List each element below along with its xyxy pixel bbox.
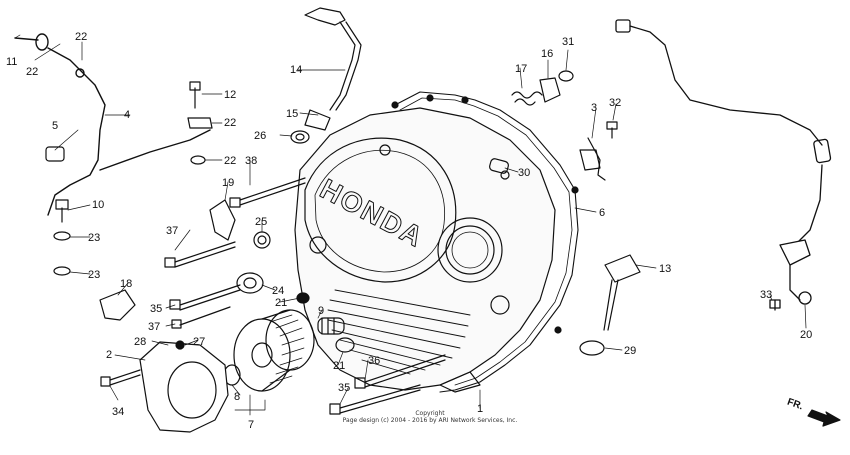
callout-30: 30 <box>518 167 530 179</box>
callout-37: 37 <box>166 225 178 237</box>
callout-7: 7 <box>248 419 254 431</box>
callout-2: 2 <box>106 349 112 361</box>
callout-29: 29 <box>624 345 636 357</box>
callout-15: 15 <box>286 108 298 120</box>
callout-6: 6 <box>599 207 605 219</box>
callout-34: 34 <box>112 406 124 418</box>
callout-20: 20 <box>800 329 812 341</box>
callout-22: 22 <box>75 31 87 43</box>
bracket <box>579 121 618 181</box>
callout-24: 24 <box>272 285 284 297</box>
oil-filter <box>223 309 315 392</box>
callout-14: 14 <box>290 64 302 76</box>
callout-21: 21 <box>275 297 287 309</box>
hose-clamp <box>45 146 65 162</box>
callout-25: 25 <box>255 216 267 228</box>
callout-36: 36 <box>368 355 380 367</box>
callout-11: 11 <box>6 56 17 68</box>
callout-22: 22 <box>224 117 236 129</box>
callout-5: 5 <box>52 120 58 132</box>
callout-8: 8 <box>234 391 240 403</box>
copyright-title: Copyright <box>415 410 445 417</box>
callout-28: 28 <box>134 336 146 348</box>
callout-1: 1 <box>477 403 483 415</box>
callout-35: 35 <box>150 303 162 315</box>
filter-cover <box>139 340 229 433</box>
callout-13: 13 <box>659 263 671 275</box>
callout-12: 12 <box>224 89 236 101</box>
callout-16: 16 <box>541 48 553 60</box>
callout-10: 10 <box>92 199 104 211</box>
callout-22: 22 <box>26 66 38 78</box>
callout-3: 3 <box>591 102 597 114</box>
dipstick <box>579 254 641 356</box>
callout-26: 26 <box>254 130 266 142</box>
crankcase-cover: HONDA <box>294 91 579 393</box>
callout-31: 31 <box>562 36 574 48</box>
callout-labels: 11 22 22 4 5 10 23 23 14 15 26 12 22 22 … <box>6 31 812 431</box>
copyright-notice: Copyright Page design (c) 2004 - 2016 by… <box>300 410 560 424</box>
callout-27: 27 <box>193 336 205 348</box>
callout-9: 9 <box>318 305 324 317</box>
breather-hose <box>14 33 211 216</box>
callout-38: 38 <box>245 155 257 167</box>
callout-21: 21 <box>333 360 345 372</box>
callout-18: 18 <box>120 278 132 290</box>
callout-17: 17 <box>515 63 527 75</box>
callout-23: 23 <box>88 232 100 244</box>
small-parts <box>296 292 446 415</box>
callout-33: 33 <box>760 289 772 301</box>
oil-pump-parts <box>99 199 271 321</box>
shift-arm-assembly <box>290 7 362 144</box>
front-direction-arrow <box>807 409 841 427</box>
callout-32: 32 <box>609 97 621 109</box>
callout-37: 37 <box>148 321 160 333</box>
springs <box>511 70 574 106</box>
callout-4: 4 <box>124 109 130 121</box>
wire-harness <box>615 19 832 311</box>
callout-22: 22 <box>224 155 236 167</box>
callout-19: 19 <box>222 177 234 189</box>
callout-23: 23 <box>88 269 100 281</box>
plug <box>489 158 509 174</box>
callout-35: 35 <box>338 382 350 394</box>
leader-lines <box>14 34 807 416</box>
copyright-line: Page design (c) 2004 - 2016 by ARI Netwo… <box>342 417 518 424</box>
